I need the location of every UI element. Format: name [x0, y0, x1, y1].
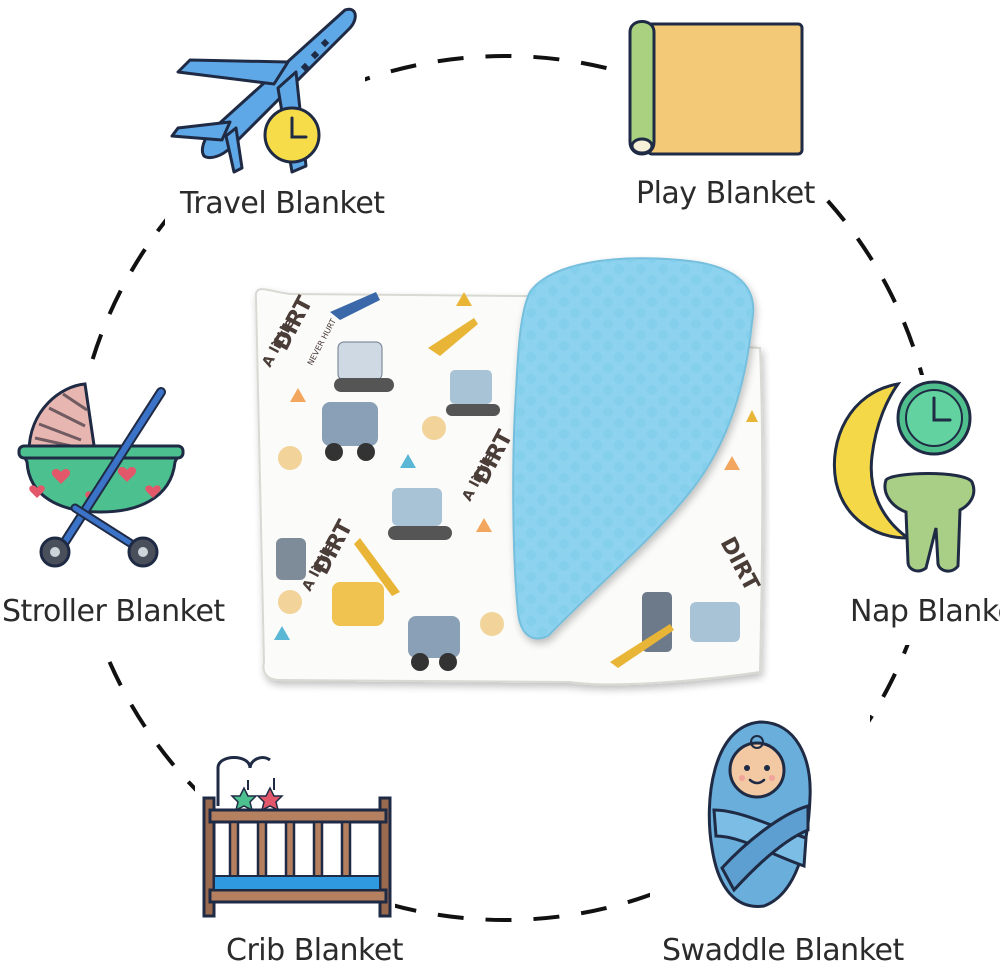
airplane-icon	[170, 7, 357, 174]
folded-blanket-photo: A little DIRT NEVER HURT A little DIRT A…	[254, 257, 764, 686]
stroller-blanket-label: Stroller Blanket	[2, 594, 225, 629]
play-mat-icon	[628, 20, 804, 156]
crib-icon	[202, 756, 392, 918]
swaddled-baby-icon	[707, 720, 812, 908]
nap-blanket-label: Nap Blanket	[850, 594, 1000, 629]
stroller-icon	[17, 382, 185, 568]
moon-clock-icon	[832, 380, 976, 573]
travel-blanket-label: Travel Blanket	[180, 186, 385, 221]
play-blanket-label: Play Blanket	[636, 176, 815, 211]
swaddle-blanket-label: Swaddle Blanket	[662, 933, 904, 968]
crib-blanket-label: Crib Blanket	[226, 933, 404, 968]
